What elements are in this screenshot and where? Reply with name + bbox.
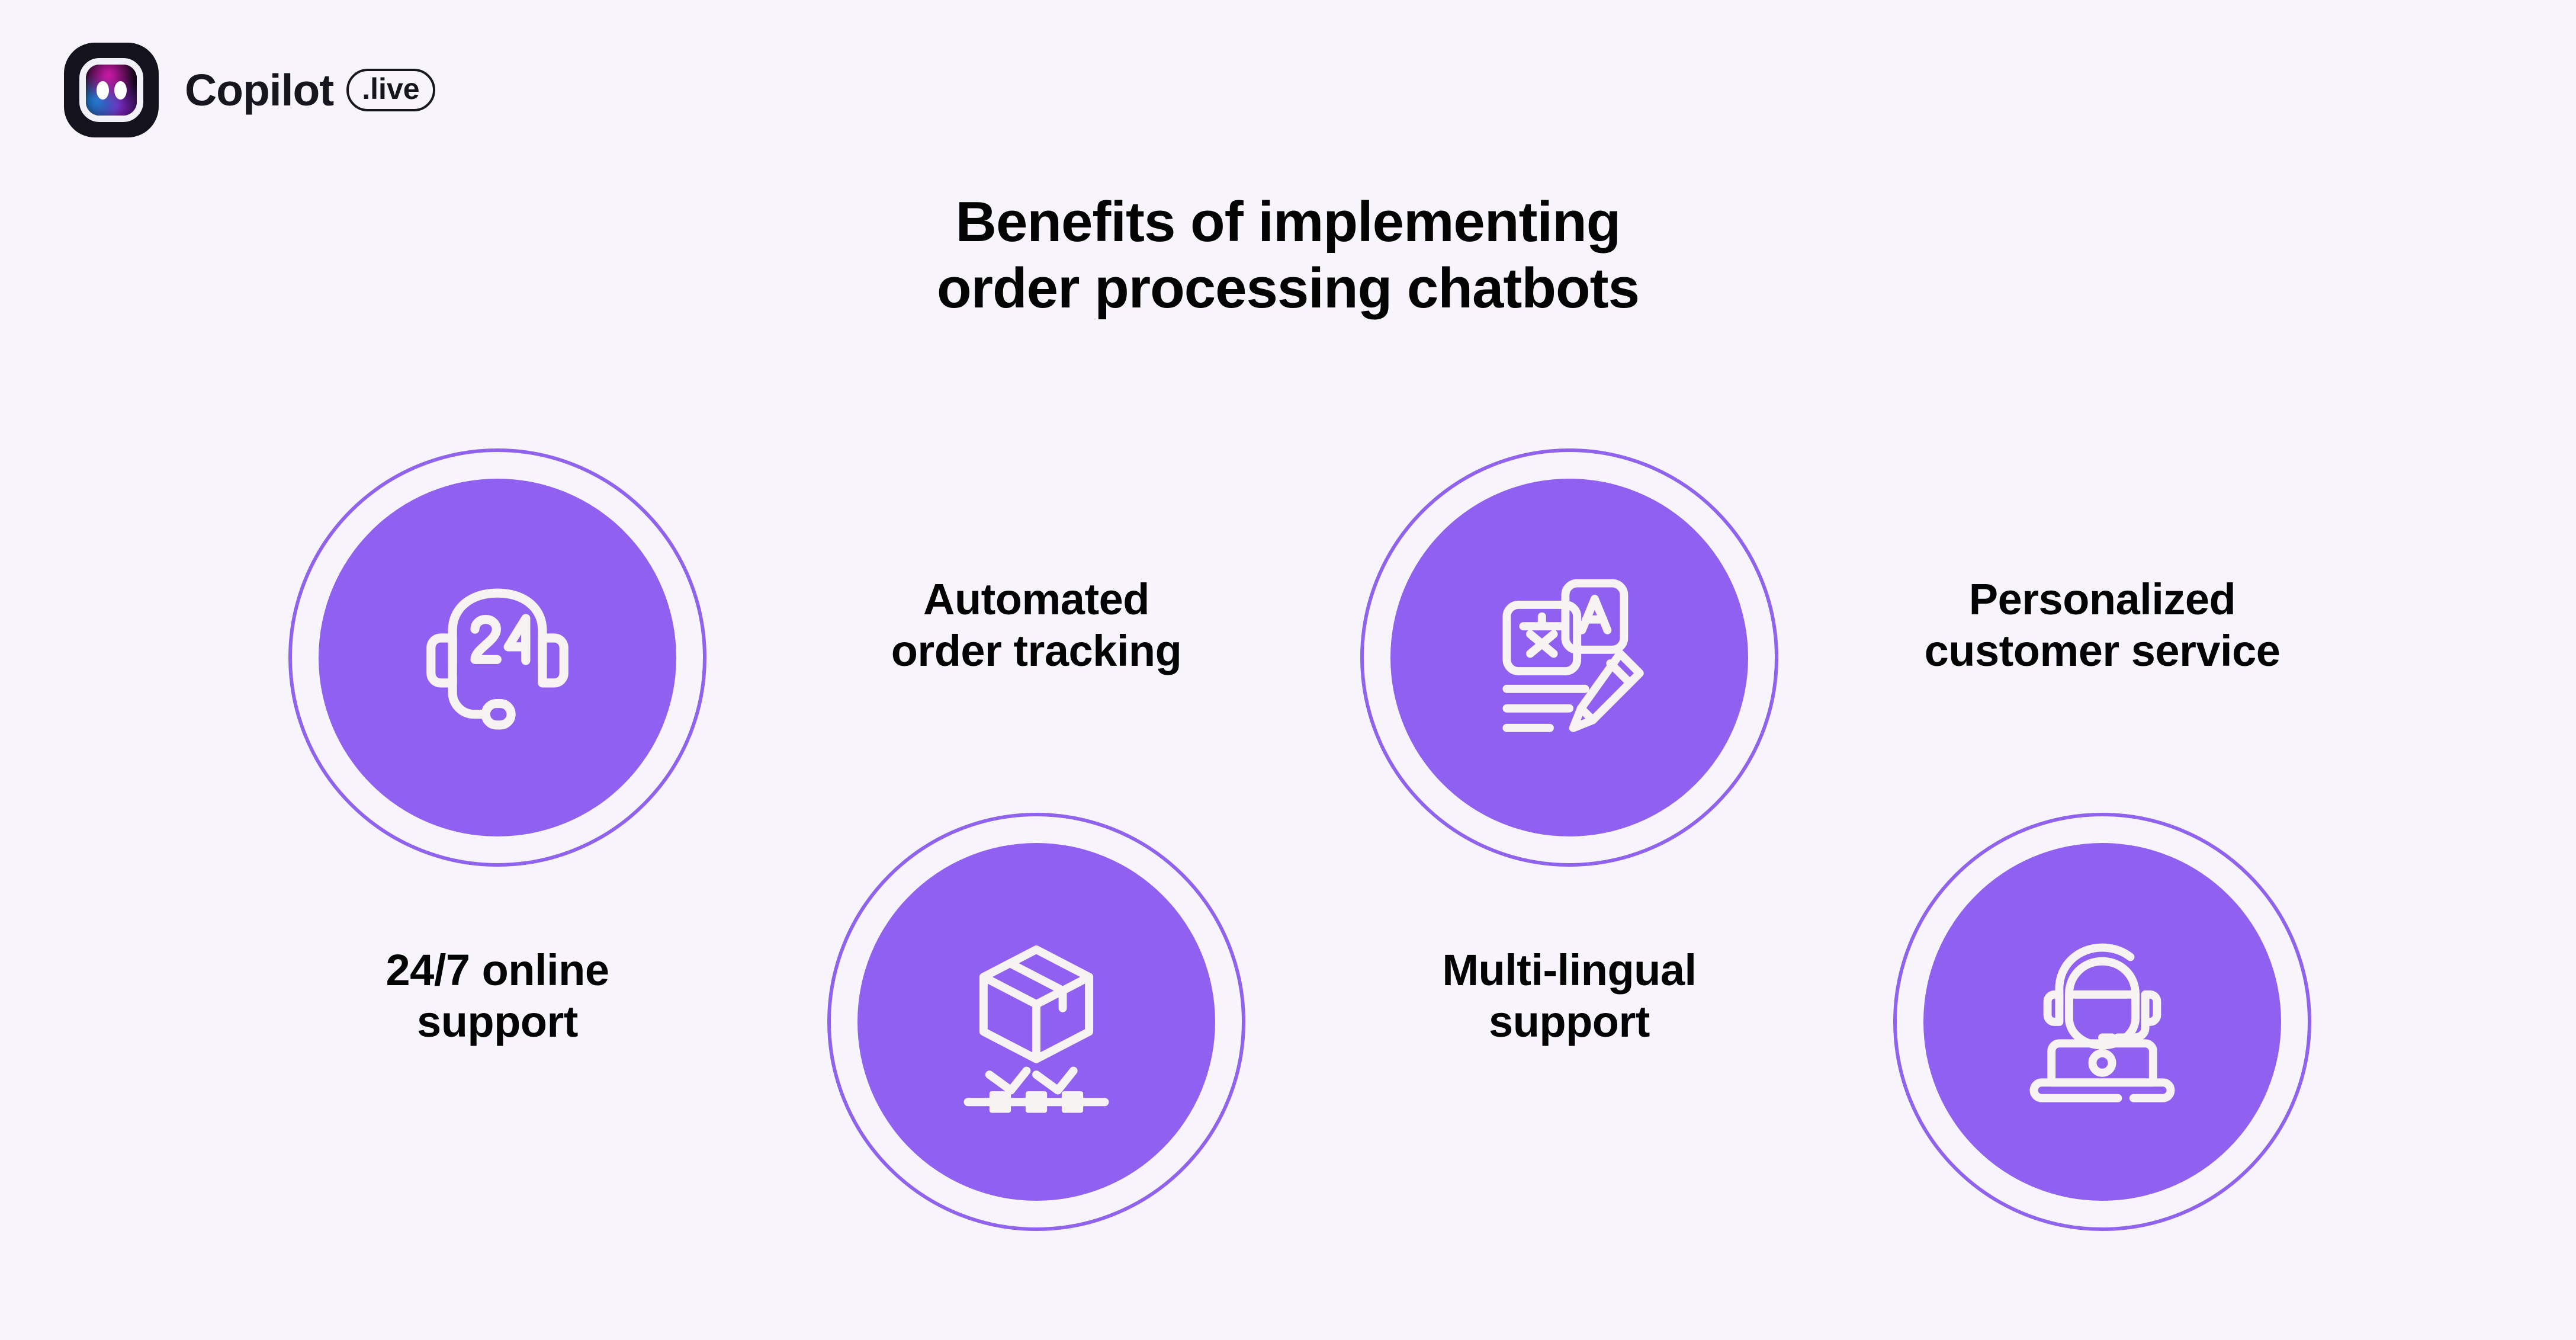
logo-eye-right [114, 81, 127, 100]
headset-24-icon [426, 588, 568, 730]
logo-gradient-glow [86, 65, 137, 116]
benefit-label-24-7-online-support: 24/7 online support [290, 944, 705, 1048]
benefit-circle-personalized-customer-service[interactable] [1893, 813, 2311, 1231]
brand-text: Copilot .live [185, 68, 435, 113]
agent-laptop-icon [2029, 943, 2175, 1102]
benefit-label-line-2: support [1489, 997, 1650, 1047]
benefit-label-multi-lingual-support: Multi-lingual support [1362, 944, 1777, 1048]
benefit-icon-disc [1390, 479, 1748, 836]
benefit-label-line-2: support [417, 997, 578, 1047]
page-title-line-2: order processing chatbots [937, 256, 1640, 320]
benefit-label-line-2: customer service [1924, 626, 2281, 676]
logo-eyes [96, 81, 127, 100]
benefit-icon-disc [319, 479, 676, 836]
translate-pencil-icon [1502, 579, 1644, 732]
benefit-circle-automated-order-tracking[interactable] [827, 813, 1245, 1231]
benefit-label-personalized-customer-service: Personalized customer service [1868, 573, 2336, 677]
benefit-label-line-1: 24/7 online [386, 945, 609, 995]
page-title: Benefits of implementing order processin… [0, 189, 2576, 321]
logo-eye-left [96, 81, 109, 100]
benefit-circle-24-7-online-support[interactable] [288, 448, 706, 867]
benefit-label-line-1: Automated [923, 575, 1149, 624]
benefit-label-line-1: Multi-lingual [1442, 945, 1697, 995]
brand-name: Copilot [185, 65, 334, 115]
brand-live-badge: .live [346, 69, 435, 111]
benefit-icon-disc [857, 843, 1215, 1201]
benefit-label-line-1: Personalized [1968, 575, 2236, 624]
brand-logo[interactable]: Copilot .live [64, 43, 435, 137]
copilot-logo-icon [64, 43, 159, 137]
package-tracking-icon [963, 945, 1109, 1113]
page-title-line-1: Benefits of implementing [955, 190, 1621, 254]
benefit-label-line-2: order tracking [891, 626, 1182, 676]
logo-inner-ring [79, 58, 143, 122]
benefit-icon-disc [1923, 843, 2281, 1201]
benefit-circle-multi-lingual-support[interactable] [1360, 448, 1778, 867]
benefit-label-automated-order-tracking: Automated order tracking [829, 573, 1244, 677]
